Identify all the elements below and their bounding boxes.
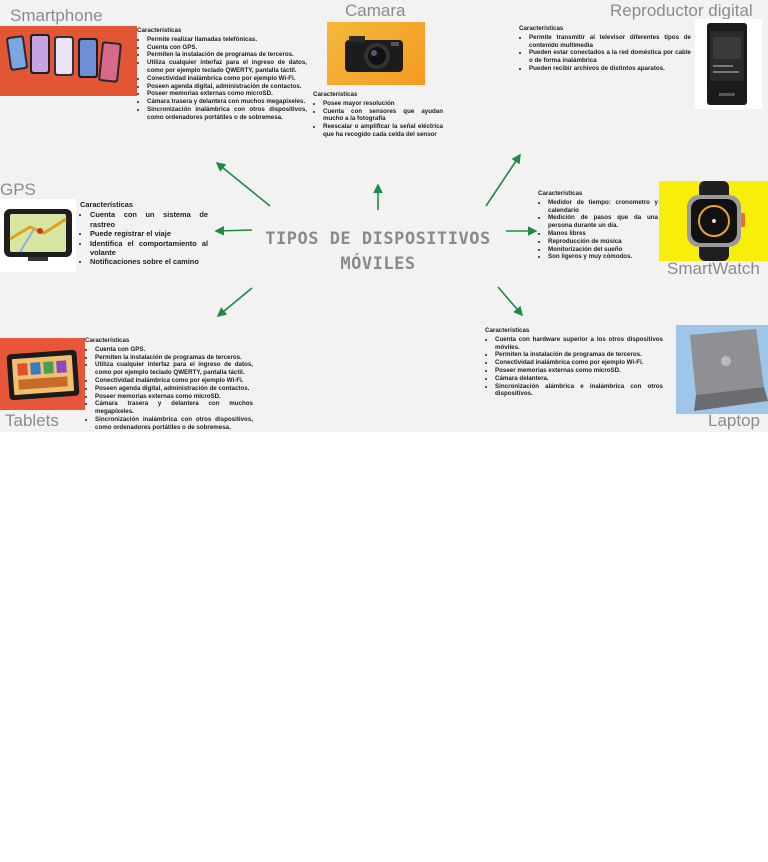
laptop-features: Características Cuenta con hardware supe… [485, 327, 663, 398]
reproductor-label: Reproductor digital [610, 1, 753, 21]
laptop-label: Laptop [708, 411, 760, 431]
arrow-to-gps [216, 230, 252, 231]
camara-features: Características Posee mayor resolución C… [313, 91, 443, 139]
gps-feature: Notificaciones sobre el camino [90, 257, 208, 266]
laptop-feature: Permiten la instalación de programas de … [495, 351, 663, 359]
laptop-feature: Poseer memorias externas como microSD. [495, 367, 663, 375]
laptop-feature: Sincronización alámbrica e inalámbrica c… [495, 383, 663, 399]
laptop-image [676, 325, 768, 414]
arrow-to-smartphone [217, 163, 270, 206]
gps-feature: Cuenta con un sistema de rastreo [90, 210, 208, 229]
tablet-image [0, 338, 85, 410]
smartwatch-label: SmartWatch [667, 259, 760, 279]
smartphone-features: Características Permite realizar llamada… [137, 27, 307, 122]
gps-image [0, 199, 76, 272]
gps-feature: Puede registrar el viaje [90, 229, 208, 238]
smartphone-feature: Permite realizar llamadas telefónicas. [147, 36, 307, 44]
reproductor-features: Características Permite transmitir al te… [519, 25, 691, 73]
tablets-feature: Utiliza cualquier interfaz para el ingre… [95, 361, 253, 377]
smartphone-feature: Cuenta con GPS. [147, 44, 307, 52]
gps-features-heading: Características [80, 200, 208, 209]
smartphone-features-heading: Características [137, 27, 307, 35]
smartphone-feature: Conectividad inalámbrica como por ejempl… [147, 75, 307, 83]
tablets-label: Tablets [5, 411, 59, 431]
laptop-feature: Conectividad inalámbrica como por ejempl… [495, 359, 663, 367]
tablets-feature: Permiten la instalación de programas de … [95, 354, 253, 362]
smartphone-feature: Poseer memorias externas como microSD. [147, 90, 307, 98]
tablets-feature: Conectividad inalámbrica como por ejempl… [95, 377, 253, 385]
gps-features: Características Cuenta con un sistema de… [80, 200, 208, 267]
smartphone-feature: Cámara trasera y delantera con muchos me… [147, 98, 307, 106]
tablets-feature: Poseen agenda digital, administración de… [95, 385, 253, 393]
smartwatch-features: Características Medidor de tiempo: crono… [538, 190, 658, 261]
smartphone-feature: Poseen agenda digital, administración de… [147, 83, 307, 91]
laptop-feature: Cuenta con hardware superior a los otros… [495, 336, 663, 352]
camara-features-heading: Características [313, 91, 443, 99]
reproductor-feature: Pueden recibir archivos de distintos apa… [529, 65, 691, 73]
smartwatch-feature: Medición de pasos que da una persona dur… [548, 214, 658, 230]
smartwatch-features-heading: Características [538, 190, 658, 198]
smartphone-feature: Permiten la instalación de programas de … [147, 51, 307, 59]
smartwatch-feature: Medidor de tiempo: cronometro y calendar… [548, 199, 658, 215]
smartphone-label: Smartphone [10, 6, 103, 26]
gps-label: GPS [0, 180, 36, 200]
arrow-to-tablets [218, 288, 252, 316]
smartwatch-feature: Son ligeros y muy cómodos. [548, 253, 658, 261]
smartwatch-feature: Monitorización del sueño [548, 246, 658, 254]
tablets-feature: Cámara trasera y delantera con muchos me… [95, 400, 253, 416]
smartphone-image [0, 26, 137, 96]
camara-feature: Reescalar o amplificar la señal eléctric… [323, 123, 443, 139]
reproductor-features-heading: Características [519, 25, 691, 33]
smartwatch-feature: Reproducción de música [548, 238, 658, 246]
arrow-to-reproductor [486, 155, 520, 206]
camera-image [327, 22, 425, 85]
camara-label: Camara [345, 1, 405, 21]
tablets-features-heading: Características [85, 337, 253, 345]
smartphone-feature: Utiliza cualquier interfaz para el ingre… [147, 59, 307, 75]
tablets-feature: Poseer memorias externas como microSD. [95, 393, 253, 401]
reproductor-feature: Pueden estar conectados a la red domésti… [529, 49, 691, 65]
mind-map-board: TIPOS DE DISPOSITIVOS MÓVILES Smartphone… [0, 0, 768, 432]
camara-feature: Posee mayor resolución [323, 100, 443, 108]
laptop-features-heading: Características [485, 327, 663, 335]
laptop-feature: Cámara delantera. [495, 375, 663, 383]
tablets-feature: Cuenta con GPS. [95, 346, 253, 354]
smartphone-feature: Sincronización inalámbrica con otros dis… [147, 106, 307, 122]
tablets-features: Características Cuenta con GPS. Permiten… [85, 337, 253, 432]
diagram-title: TIPOS DE DISPOSITIVOS MÓVILES [258, 227, 498, 277]
arrow-to-laptop [498, 287, 522, 315]
tablets-feature: Sincronización inalámbrica con otros dis… [95, 416, 253, 432]
camara-feature: Cuenta con sensores que ayudan mucho a l… [323, 108, 443, 124]
gps-feature: Identifica el comportamiento al volante [90, 239, 208, 258]
smartwatch-image [659, 181, 768, 261]
media-player-image [695, 19, 762, 109]
reproductor-feature: Permite transmitir al televisor diferent… [529, 34, 691, 50]
smartwatch-feature: Manos libres [548, 230, 658, 238]
